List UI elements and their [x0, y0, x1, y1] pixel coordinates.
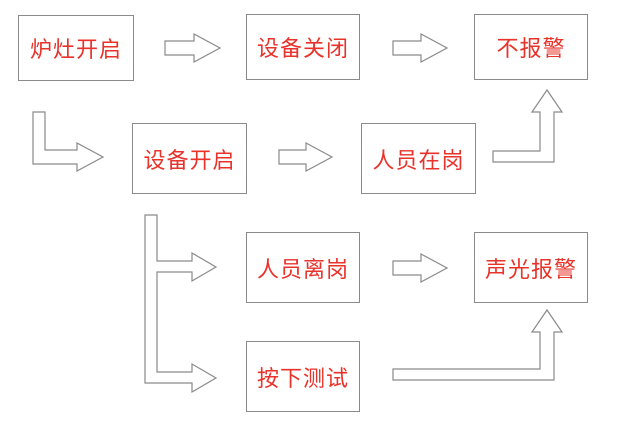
- arrow-person-present-to-no-alarm: [492, 88, 564, 163]
- node-sound-light-alarm-label: 声光报警: [484, 257, 577, 283]
- arrow-person-absent-to-alarm: [392, 252, 449, 284]
- node-no-alarm-label: 不报警: [496, 37, 566, 62]
- arrow-device-on-to-person-present: [278, 141, 334, 173]
- arrow-stove-to-device-on: [32, 111, 105, 173]
- node-stove-on-label: 炉灶开启: [29, 38, 122, 63]
- node-press-test-label: 按下测试: [256, 366, 349, 392]
- node-person-present-label: 人员在岗: [372, 148, 465, 174]
- node-no-alarm: 不报警: [474, 14, 588, 80]
- node-person-absent-label: 人员离岗: [256, 257, 349, 283]
- node-person-absent: 人员离岗: [246, 232, 360, 303]
- node-device-on: 设备开启: [132, 123, 247, 194]
- arrow-press-test-to-alarm: [392, 308, 564, 381]
- node-stove-on: 炉灶开启: [18, 15, 134, 81]
- node-device-on-label: 设备开启: [143, 148, 236, 174]
- arrow-stove-to-device-off: [164, 32, 222, 64]
- node-press-test: 按下测试: [246, 341, 360, 412]
- node-device-off: 设备关闭: [246, 14, 360, 80]
- arrow-device-on-branch: [144, 214, 218, 394]
- node-sound-light-alarm: 声光报警: [474, 232, 588, 303]
- node-device-off-label: 设备关闭: [256, 37, 349, 62]
- arrow-device-off-to-no-alarm: [392, 32, 449, 64]
- node-person-present: 人员在岗: [361, 123, 476, 194]
